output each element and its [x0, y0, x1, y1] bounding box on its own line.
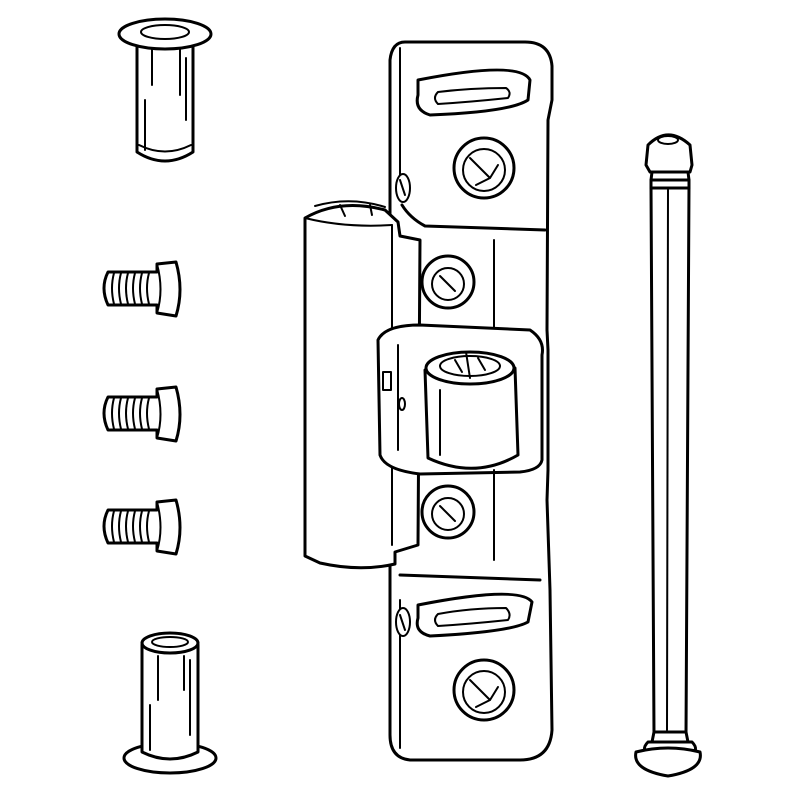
countersunk-screw	[102, 498, 182, 556]
bushing-top	[117, 17, 213, 163]
hinge-pin	[634, 133, 702, 778]
hinge-bracket	[303, 40, 554, 762]
countersunk-screw	[102, 260, 182, 318]
bushing-bottom	[122, 631, 218, 775]
countersunk-screw	[102, 385, 182, 443]
